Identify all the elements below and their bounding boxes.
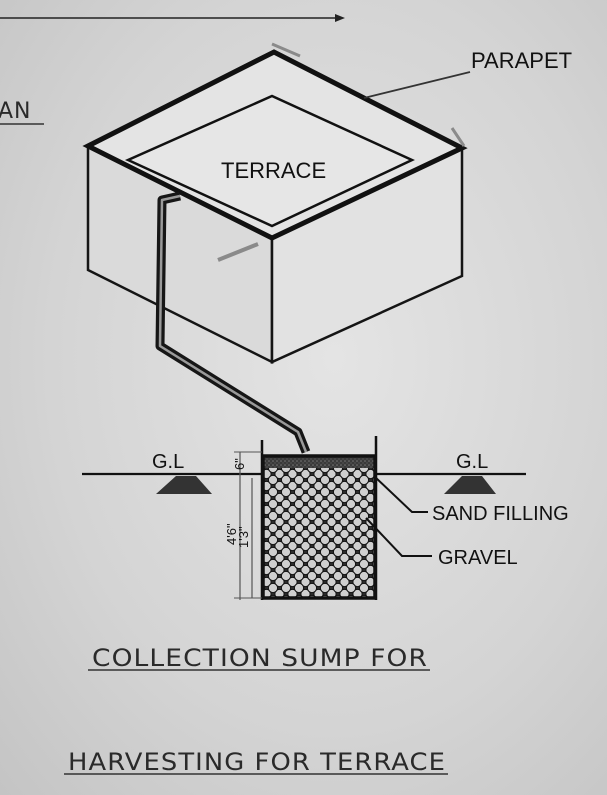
ground-level-label-left: G.L: [152, 451, 184, 473]
parapet-label: PARAPET: [471, 48, 572, 73]
down-pipe: [155, 191, 311, 454]
building-block: [82, 42, 468, 365]
top-dimension-arrow: [0, 14, 345, 22]
terrace-label: TERRACE: [221, 158, 326, 183]
gravel-layer: [263, 468, 375, 598]
ground-level-marker-right: [444, 476, 496, 494]
ground-level-label-right: G.L: [456, 451, 488, 473]
depth-dimensions: 6" 4'6" 1'3": [224, 451, 262, 600]
dim-total-depth: 4'6": [224, 523, 239, 545]
ground-level-marker-left: [156, 476, 212, 494]
parapet-leader: [363, 71, 471, 99]
sand-filling-layer: [263, 456, 375, 468]
caption-line-1: COLLECTION SUMP FOR: [92, 644, 428, 672]
terrace-surface: [124, 94, 415, 228]
caption-line-2: HARVESTING FOR TERRACE: [68, 748, 446, 776]
sand-filling-leader: [373, 475, 428, 513]
gravel-leader: [365, 517, 432, 557]
collection-sump: [260, 436, 378, 600]
sand-filling-label: SAND FILLING: [432, 503, 569, 525]
dim-top-layer: 6": [232, 458, 247, 470]
partial-heading-text: AN: [0, 99, 32, 124]
dim-gravel-depth: 1'3": [236, 526, 251, 548]
gravel-label: GRAVEL: [438, 547, 518, 569]
